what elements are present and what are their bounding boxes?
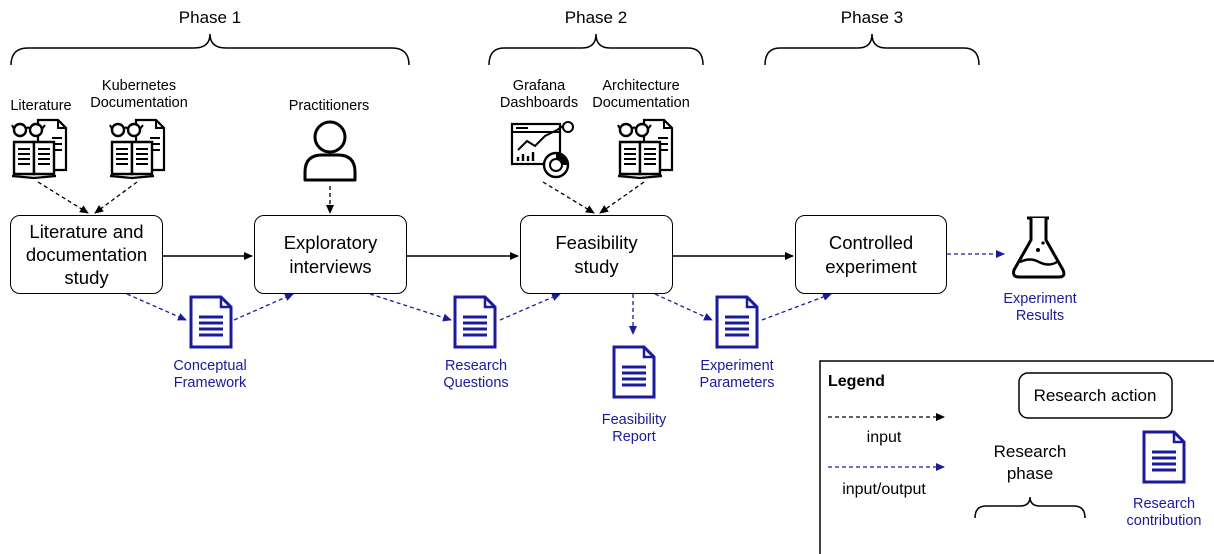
phase-2-label: Phase 2 xyxy=(564,8,628,27)
research-questions-document-icon xyxy=(453,295,497,349)
kubernetes-book-icon xyxy=(108,118,166,180)
arrow-feasibility-to-parameters xyxy=(654,293,713,321)
legend-document-icon xyxy=(1142,430,1186,484)
architecture-book-icon xyxy=(616,118,674,180)
legend-input-output-label: input/output xyxy=(842,481,926,498)
literature-label: Literature xyxy=(10,98,72,114)
legend-research-action-label: Research action xyxy=(1033,386,1157,405)
experiment-parameters-document-icon xyxy=(715,295,759,349)
arrow-conceptual-to-interviews xyxy=(233,293,294,321)
practitioners-label: Practitioners xyxy=(288,98,370,114)
legend-input-label: input xyxy=(866,429,902,446)
arrow-parameters-to-experiment xyxy=(761,293,832,321)
arrow-questions-to-feasibility xyxy=(499,293,561,321)
phase-1-label: Phase 1 xyxy=(178,8,242,27)
arrow-kubernetes-input xyxy=(94,181,138,214)
phase-3-brace xyxy=(764,33,980,66)
feasibility-report-document-icon xyxy=(612,345,656,399)
phase-3-label: Phase 3 xyxy=(840,8,904,27)
arrow-lit-to-conceptual xyxy=(126,293,187,321)
legend-research-action-box xyxy=(1018,372,1173,419)
legend-phase-brace xyxy=(974,496,1086,519)
arrow-grafana-input xyxy=(542,181,595,214)
arrow-architecture-input xyxy=(599,181,645,214)
arrow-literature-input xyxy=(37,181,89,214)
grafana-dashboard-icon xyxy=(510,121,574,179)
conceptual-framework-document-icon xyxy=(189,295,233,349)
literature-book-icon xyxy=(10,118,68,180)
phase-2-brace xyxy=(488,33,704,66)
arrow-interviews-to-questions xyxy=(369,293,452,322)
flask-icon xyxy=(1012,216,1066,279)
legend-title: Legend xyxy=(828,373,885,390)
phase-1-brace xyxy=(10,33,410,66)
practitioners-person-icon xyxy=(303,120,357,182)
